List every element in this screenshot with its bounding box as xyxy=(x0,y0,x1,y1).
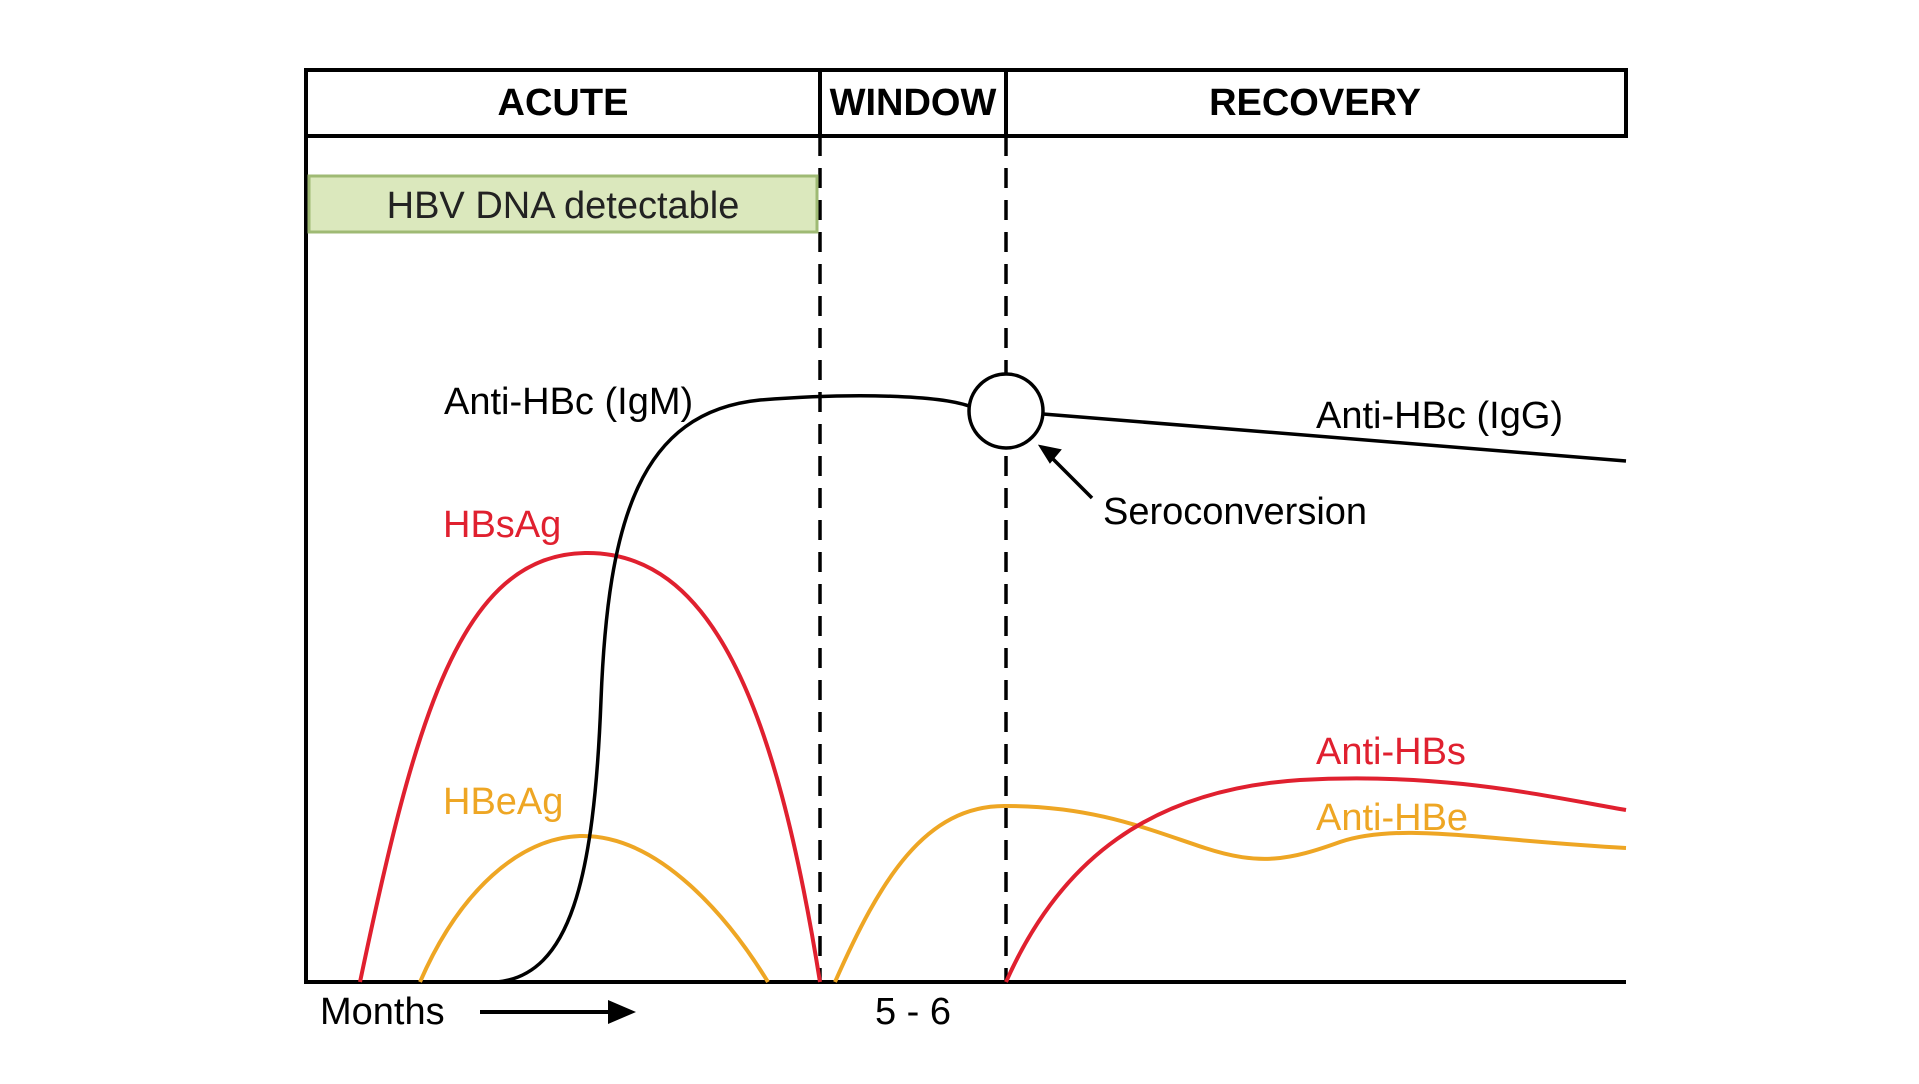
anti-hbc-igm-curve xyxy=(496,394,970,984)
phase-window-label: WINDOW xyxy=(830,82,997,124)
hbeag-curve xyxy=(418,833,770,984)
hbv-dna-detectable-box xyxy=(307,174,819,234)
hbeag-label: HBeAg xyxy=(443,781,563,823)
hbsag-label: HBsAg xyxy=(443,504,561,546)
hbv-dna-detectable-label: HBV DNA detectable xyxy=(387,185,740,227)
anti-hbe-curve xyxy=(833,803,1627,983)
hbsag-curve xyxy=(358,550,822,983)
anti-hbs-label: Anti-HBs xyxy=(1316,731,1466,773)
seroconversion-marker xyxy=(967,372,1045,450)
x-axis-months-label: Months xyxy=(320,991,445,1033)
anti-hbs-curve xyxy=(1004,776,1627,983)
anti-hbe-label: Anti-HBe xyxy=(1316,797,1468,839)
anti-hbc-igg-label: Anti-HBc (IgG) xyxy=(1316,395,1563,437)
anti-hbc-igg-curve xyxy=(1042,412,1627,463)
phase-recovery-label: RECOVERY xyxy=(1209,82,1421,124)
months-arrow-head xyxy=(608,1000,636,1024)
seroconversion-label: Seroconversion xyxy=(1103,491,1367,533)
seroconversion-arrow-head xyxy=(1037,444,1062,464)
seroconversion-arrow-shaft xyxy=(1048,454,1094,500)
anti-hbc-igm-label: Anti-HBc (IgM) xyxy=(444,381,693,423)
x-axis-tick-window: 5 - 6 xyxy=(875,991,951,1033)
phase-acute-label: ACUTE xyxy=(498,82,629,124)
